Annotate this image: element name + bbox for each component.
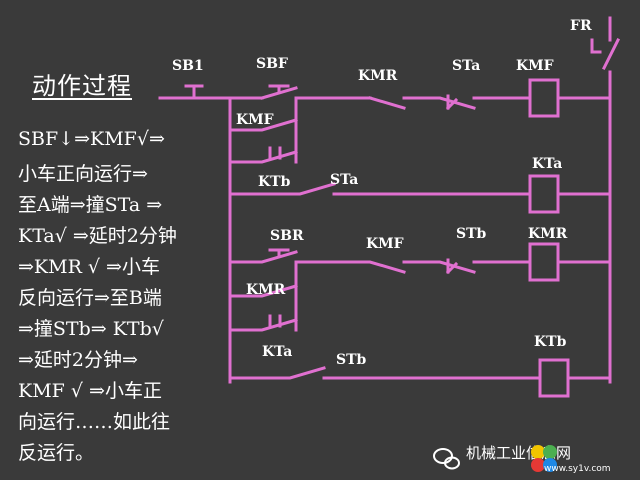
step-line: 向运行……如此往 [18,411,171,433]
ktb-coil [538,358,570,398]
kta-delay-contact [228,294,298,332]
sb1-label: SB1 [172,58,204,74]
kmr-coil-label: KMR [528,226,568,242]
kmf-coil [528,78,560,118]
stb-no-contact [228,366,326,380]
kmr-nc-contact-top [368,96,406,110]
step-line: KMF √ ⇒小车正 [18,380,162,402]
kta-contact-label: KTa [262,344,292,360]
kmr-aux-label: KMR [246,282,286,298]
step-line: 至A端⇒撞STa ⇒ [18,194,163,216]
step-line: 小车正向运行⇒ [18,163,148,185]
sta-nc-contact-top [402,96,476,110]
kmf-coil-label: KMF [516,58,554,74]
kta-coil-label: KTa [532,156,562,172]
step-line: KTa√ ⇒延时2分钟 [18,225,177,247]
step-line: ⇒KMR √ ⇒小车 [18,256,160,278]
kmf-nc-contact-mid [294,260,406,274]
sbr-label: SBR [270,228,304,244]
wechat-icon [433,448,460,470]
watermark-url: www.sy1v.com [544,464,611,474]
kmr-holding-contact [228,260,298,298]
fr-label: FR [570,18,592,34]
step-line: SBF↓⇒KMF√⇒ [18,128,165,150]
sta-no-contact [228,182,336,196]
kmf-mid-label: KMF [366,236,404,252]
site-logo-icon [531,445,557,472]
stb-nc-contact-mid [402,260,476,274]
stb-contact-label: STb [336,352,367,368]
ktb-coil-label: KTb [534,334,567,350]
ktb-delay-contact [228,128,298,164]
stb-mid-label: STb [456,226,487,242]
ktb-contact-label: KTb [258,174,291,190]
kmf-aux-label: KMF [236,112,274,128]
sta-top-label: STa [452,58,480,74]
kmr-top-label: KMR [358,68,398,84]
sbr-button [228,250,298,264]
watermark: 机械工业信息网 www.sy1v.com [430,440,640,480]
step-line: ⇒撞STb⇒ KTb√ [18,318,164,340]
step-line: 反向运行⇒至B端 [18,287,162,309]
fr-contact [601,37,621,71]
kta-coil [528,174,560,214]
step-line: ⇒延时2分钟⇒ [18,349,138,371]
sbf-label: SBF [256,56,288,72]
sta-contact-label: STa [330,172,358,188]
slide-title: 动作过程 [32,72,132,100]
kmf-holding-contact [228,96,298,132]
step-line: 反运行。 [18,442,95,464]
kmr-coil [528,242,560,282]
